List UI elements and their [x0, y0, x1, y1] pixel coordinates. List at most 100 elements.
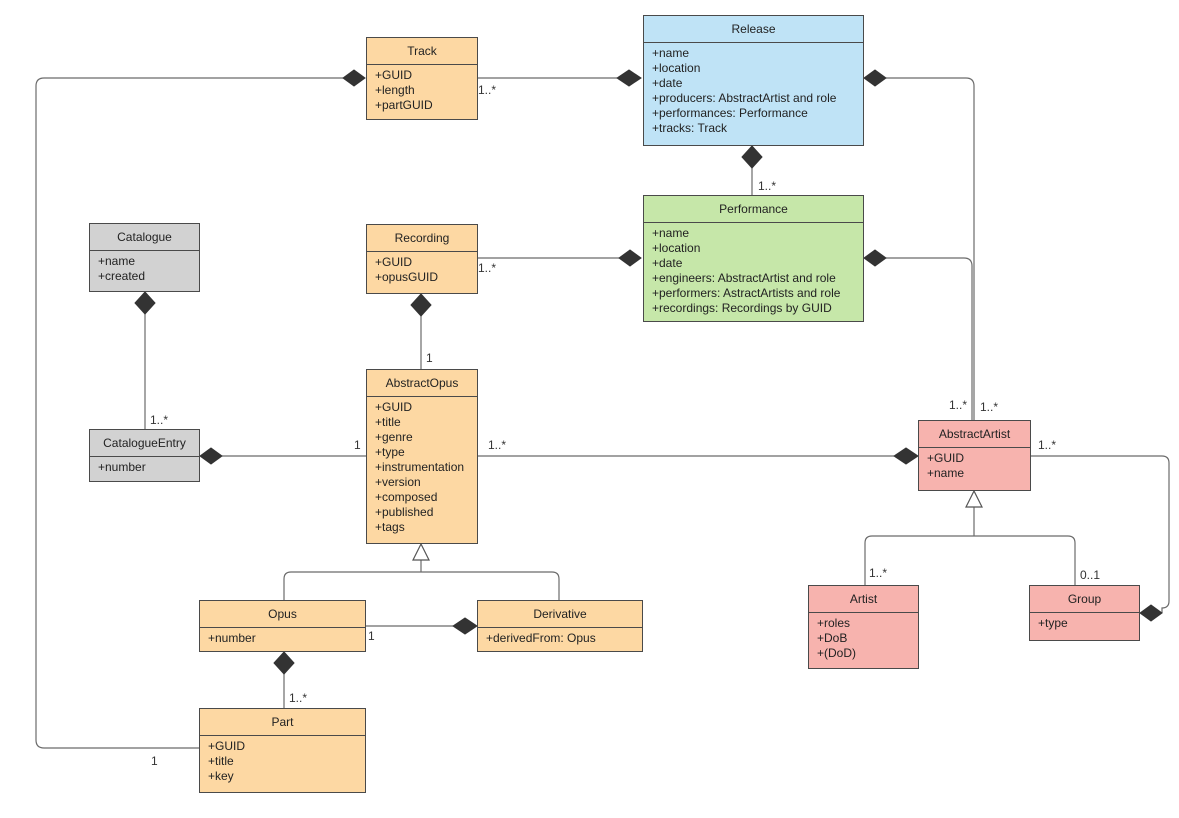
attribute: +length [375, 83, 415, 97]
class-group-name: Group [1030, 586, 1139, 613]
class-derivative-attributes: +derivedFrom: Opus [478, 628, 642, 646]
attribute: +key [208, 769, 234, 783]
class-abstract-artist-attributes: +GUID +name [919, 448, 1030, 481]
class-opus-name: Opus [200, 601, 365, 628]
generalization-triangle-abstract-opus [412, 542, 430, 561]
attribute: +name [652, 46, 690, 60]
attribute: +opusGUID [375, 270, 439, 284]
attribute: +GUID [375, 68, 413, 82]
multiplicity-performance-abstract-artist: 1..* [949, 398, 968, 412]
multiplicity-catalogue-entry-catalogue: 1..* [150, 413, 169, 427]
connector-release-abstract-artist [886, 77, 975, 420]
diamond-track [342, 69, 366, 87]
connector-performance-abstract-artist [886, 257, 973, 420]
multiplicity-release-abstract-artist: 1..* [980, 400, 999, 414]
attribute: +location [652, 61, 701, 75]
class-release-name: Release [644, 16, 863, 43]
diamond-release-right [863, 69, 887, 87]
attribute: +date [652, 76, 683, 90]
attribute: +DoB [817, 631, 848, 645]
attribute: +composed [375, 490, 438, 504]
attribute: +tracks: Track [652, 121, 728, 135]
attribute: +created [98, 269, 146, 283]
diamond-derivative-left [452, 617, 478, 635]
class-catalogue-entry-attributes: +number [90, 457, 199, 475]
class-artist-attributes: +roles +DoB +(DoD) [809, 613, 918, 661]
multiplicity-release-performance: 1..* [758, 179, 777, 193]
connector-part-track [35, 77, 343, 749]
attribute: +derivedFrom: Opus [486, 631, 596, 645]
attribute: +version [375, 475, 421, 489]
attribute: +genre [375, 430, 413, 444]
class-derivative-name: Derivative [478, 601, 642, 628]
connector-generalization-artist-group [864, 507, 1076, 585]
class-group-attributes: +type [1030, 613, 1139, 631]
attribute: +GUID [208, 739, 246, 753]
class-derivative[interactable]: Derivative +derivedFrom: Opus [477, 600, 643, 652]
class-abstract-artist-name: AbstractArtist [919, 421, 1030, 448]
class-opus[interactable]: Opus +number [199, 600, 366, 652]
class-performance[interactable]: Performance +name +location +date +engin… [643, 195, 864, 322]
class-abstract-opus[interactable]: AbstractOpus +GUID +title +genre +type +… [366, 369, 478, 544]
attribute: +title [208, 754, 234, 768]
class-catalogue-entry[interactable]: CatalogueEntry +number [89, 429, 200, 482]
class-recording-name: Recording [367, 225, 477, 252]
multiplicity-catalogue-entry-abstract-opus: 1 [354, 438, 361, 452]
attribute: +recordings: Recordings by GUID [652, 301, 832, 315]
class-part-name: Part [200, 709, 365, 736]
class-artist-name: Artist [809, 586, 918, 613]
generalization-triangle-abstract-artist [965, 489, 983, 508]
attribute: +(DoD) [817, 646, 857, 660]
diamond-release-bottom [741, 145, 763, 169]
attribute: +tags [375, 520, 405, 534]
diamond-performance-right [863, 249, 887, 267]
attribute: +number [98, 460, 146, 474]
attribute: +title [375, 415, 401, 429]
class-abstract-opus-attributes: +GUID +title +genre +type +instrumentati… [367, 397, 477, 535]
multiplicity-part-track: 1 [151, 754, 158, 768]
attribute: +engineers: AbstractArtist and role [652, 271, 836, 285]
class-recording[interactable]: Recording +GUID +opusGUID [366, 224, 478, 294]
class-release[interactable]: Release +name +location +date +producers… [643, 15, 864, 146]
class-track[interactable]: Track +GUID +length +partGUID [366, 37, 478, 120]
attribute: +performances: Performance [652, 106, 808, 120]
class-catalogue-entry-name: CatalogueEntry [90, 430, 199, 457]
attribute: +name [652, 226, 690, 240]
class-performance-attributes: +name +location +date +engineers: Abstra… [644, 223, 863, 316]
class-performance-name: Performance [644, 196, 863, 223]
class-opus-attributes: +number [200, 628, 365, 646]
attribute: +published [375, 505, 434, 519]
multiplicity-artist-generalization: 1..* [869, 566, 888, 580]
class-abstract-artist[interactable]: AbstractArtist +GUID +name [918, 420, 1031, 491]
attribute: +date [652, 256, 683, 270]
multiplicity-opus-part: 1..* [289, 691, 308, 705]
attribute: +instrumentation [375, 460, 465, 474]
multiplicity-abstract-artist-group: 1..* [1038, 438, 1057, 452]
connector-abstract-artist-group [1031, 455, 1170, 613]
attribute: +producers: AbstractArtist and role [652, 91, 837, 105]
attribute: +number [208, 631, 256, 645]
class-group[interactable]: Group +type [1029, 585, 1140, 641]
class-artist[interactable]: Artist +roles +DoB +(DoD) [808, 585, 919, 669]
attribute: +GUID [375, 255, 413, 269]
multiplicity-recording-abstract-opus: 1 [426, 351, 433, 365]
attribute: +name [98, 254, 136, 268]
connector-generalization-opus-derivative [283, 560, 560, 600]
attribute: +name [927, 466, 965, 480]
attribute: +type [375, 445, 405, 459]
diamond-recording-bottom [410, 293, 432, 317]
attribute: +location [652, 241, 701, 255]
class-catalogue-name: Catalogue [90, 224, 199, 251]
attribute: +roles [817, 616, 851, 630]
class-abstract-opus-name: AbstractOpus [367, 370, 477, 397]
multiplicity-abstract-opus-abstract-artist: 1..* [488, 438, 507, 452]
class-part[interactable]: Part +GUID +title +key [199, 708, 366, 793]
class-catalogue-attributes: +name +created [90, 251, 199, 284]
class-recording-attributes: +GUID +opusGUID [367, 252, 477, 285]
attribute: +GUID [927, 451, 965, 465]
diamond-group-right [1139, 604, 1163, 622]
multiplicity-opus-derivative: 1 [368, 629, 375, 643]
diamond-abstract-artist-left [893, 447, 919, 465]
class-catalogue[interactable]: Catalogue +name +created [89, 223, 200, 292]
